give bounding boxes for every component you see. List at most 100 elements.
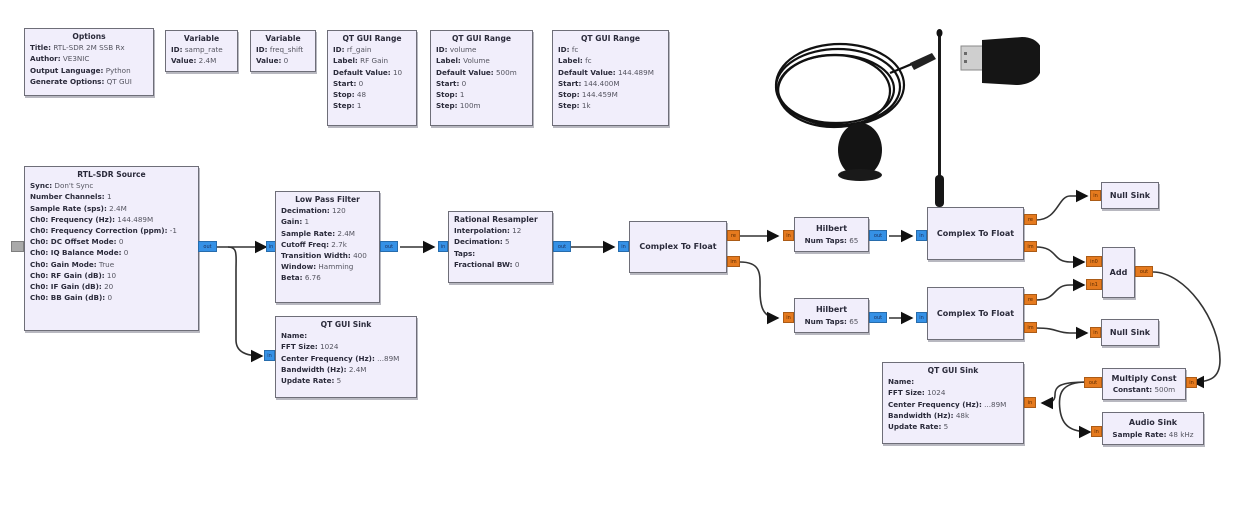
resampler-input-port[interactable]: in <box>438 241 448 252</box>
block-title: QT GUI Sink <box>927 366 979 375</box>
param-row: Ch0: BB Gain (dB): 0 <box>30 293 113 303</box>
variable-samp-rate-block[interactable]: Variable ID: samp_rate Value: 2.4M <box>165 30 238 72</box>
param-row: Start: 0 <box>436 78 467 88</box>
c2f-2-input-port[interactable]: in <box>916 312 927 323</box>
param-row: Ch0: Gain Mode: True <box>30 259 115 269</box>
hilbert-1-output-port[interactable]: out <box>869 230 887 241</box>
param-row: Num Taps: 65 <box>804 316 859 326</box>
complex-to-float-2-block[interactable]: Complex To Float <box>927 287 1024 340</box>
param-row: Fractional BW: 0 <box>454 259 520 269</box>
qt-gui-sink-1-block[interactable]: QT GUI Sink Name: FFT Size: 1024 Center … <box>275 316 417 398</box>
wire-c2f2-im-null2 <box>1035 326 1089 340</box>
range-fc-block[interactable]: QT GUI Range ID: fc Label: fc Default Va… <box>552 30 669 126</box>
null-sink-1-block[interactable]: Null Sink <box>1101 182 1159 209</box>
param-row: Center Frequency (Hz): ...89M <box>281 353 400 363</box>
param-row: Update Rate: 5 <box>281 376 342 386</box>
block-title: Complex To Float <box>936 228 1015 238</box>
c2f-2-im-port[interactable]: im <box>1024 322 1037 333</box>
block-title: Low Pass Filter <box>295 195 360 204</box>
param-row: Name: <box>281 331 308 341</box>
null-sink-2-input-port[interactable]: in <box>1090 327 1101 338</box>
param-row: Ch0: Frequency Correction (ppm): -1 <box>30 226 177 236</box>
complex-to-float-1-block[interactable]: Complex To Float <box>927 207 1024 260</box>
c2f-2-re-port[interactable]: re <box>1024 294 1037 305</box>
param-row: Bandwidth (Hz): 48k <box>888 410 970 420</box>
audio-sink-input-port[interactable]: in <box>1091 426 1102 437</box>
param-row: Number Channels: 1 <box>30 192 112 202</box>
resampler-output-port[interactable]: out <box>553 241 571 252</box>
rational-resampler-block[interactable]: Rational Resampler Interpolation: 12 Dec… <box>448 211 553 283</box>
c2f-main-input-port[interactable]: in <box>618 241 629 252</box>
param-row: ID: fc <box>558 45 579 55</box>
low-pass-filter-block[interactable]: Low Pass Filter Decimation: 120 Gain: 1 … <box>275 191 380 303</box>
param-row: Step: 1 <box>333 101 362 111</box>
param-row: Transition Width: 400 <box>281 251 367 261</box>
block-title: Variable <box>183 34 220 43</box>
block-title: Options <box>72 32 106 41</box>
param-row: Interpolation: 12 <box>454 226 522 236</box>
param-row: Output Language: Python <box>30 65 131 75</box>
c2f-1-input-port[interactable]: in <box>916 230 927 241</box>
range-rf-gain-block[interactable]: QT GUI Range ID: rf_gain Label: RF Gain … <box>327 30 417 126</box>
add-block[interactable]: Add <box>1102 247 1135 298</box>
variable-freq-shift-block[interactable]: Variable ID: freq_shift Value: 0 <box>250 30 316 72</box>
param-row: Value: 2.4M <box>171 56 217 66</box>
audio-sink-block[interactable]: Audio Sink Sample Rate: 48 kHz <box>1102 412 1204 445</box>
rtl-sdr-source-block[interactable]: RTL-SDR Source Sync: Don't Sync Number C… <box>24 166 199 331</box>
mult-const-output-port[interactable]: out <box>1084 377 1102 388</box>
block-title: Hilbert <box>815 305 848 315</box>
param-row: Ch0: IF Gain (dB): 20 <box>30 282 114 292</box>
param-row: Ch0: Frequency (Hz): 144.489M <box>30 214 154 224</box>
qt-sink-1-input-port[interactable]: in <box>264 350 275 361</box>
c2f-1-im-port[interactable]: im <box>1024 241 1037 252</box>
add-in1-port[interactable]: in1 <box>1086 279 1102 290</box>
hilbert-2-input-port[interactable]: in <box>783 312 794 323</box>
hilbert-2-output-port[interactable]: out <box>869 312 887 323</box>
multiply-const-block[interactable]: Multiply Const Constant: 500m <box>1102 368 1186 400</box>
magnetic-base <box>838 123 882 177</box>
param-row: Ch0: IQ Balance Mode: 0 <box>30 248 129 258</box>
null-sink-2-block[interactable]: Null Sink <box>1101 319 1159 346</box>
hilbert-1-input-port[interactable]: in <box>783 230 794 241</box>
range-volume-block[interactable]: QT GUI Range ID: volume Label: Volume De… <box>430 30 533 126</box>
param-row: Sync: Don't Sync <box>30 181 94 191</box>
param-row: Start: 0 <box>333 78 364 88</box>
complex-to-float-main-block[interactable]: Complex To Float <box>629 221 727 273</box>
block-title: Complex To Float <box>936 308 1015 318</box>
wire-add-mult <box>1152 271 1221 389</box>
antenna-base <box>935 175 944 207</box>
param-row: Beta: 6.76 <box>281 273 321 283</box>
param-row: ID: samp_rate <box>171 45 223 55</box>
param-row: Cutoff Freq: 2.7k <box>281 239 347 249</box>
qt-sink-2-input-port[interactable]: in <box>1024 397 1036 408</box>
c2f-main-re-port[interactable]: re <box>727 230 740 241</box>
block-title: Rational Resampler <box>454 215 538 224</box>
param-row: Decimation: 5 <box>454 237 510 247</box>
lpf-output-port[interactable]: out <box>380 241 398 252</box>
param-row: Default Value: 10 <box>333 67 403 77</box>
wire-c2f1-re-null1 <box>1035 189 1089 221</box>
add-output-port[interactable]: out <box>1135 266 1153 277</box>
qt-gui-sink-2-block[interactable]: QT GUI Sink Name: FFT Size: 1024 Center … <box>882 362 1024 444</box>
c2f-1-re-port[interactable]: re <box>1024 214 1037 225</box>
param-row: Decimation: 120 <box>281 206 346 216</box>
antenna-whip <box>938 33 941 183</box>
param-row: Taps: <box>454 248 476 258</box>
block-title: Hilbert <box>815 224 848 234</box>
rtl-sdr-dongle-photo <box>774 29 1040 207</box>
rtl-source-input-port[interactable] <box>11 241 24 252</box>
param-row: Gain: 1 <box>281 217 310 227</box>
param-row: Start: 144.400M <box>558 78 620 88</box>
options-block[interactable]: Options Title: RTL-SDR 2M SSB Rx Author:… <box>24 28 154 96</box>
block-title: Null Sink <box>1109 327 1151 337</box>
c2f-main-im-port[interactable]: im <box>727 256 740 267</box>
param-row: Window: Hamming <box>281 262 354 272</box>
param-row: Name: <box>888 377 915 387</box>
add-in0-port[interactable]: in0 <box>1086 256 1102 267</box>
mult-const-input-port[interactable]: in <box>1186 377 1197 388</box>
rtl-source-output-port[interactable]: out <box>198 241 217 252</box>
hilbert-1-block[interactable]: Hilbert Num Taps: 65 <box>794 217 869 252</box>
hilbert-2-block[interactable]: Hilbert Num Taps: 65 <box>794 298 869 333</box>
null-sink-1-input-port[interactable]: in <box>1090 190 1101 201</box>
wire-c2f-im-hilbert2 <box>739 261 780 325</box>
